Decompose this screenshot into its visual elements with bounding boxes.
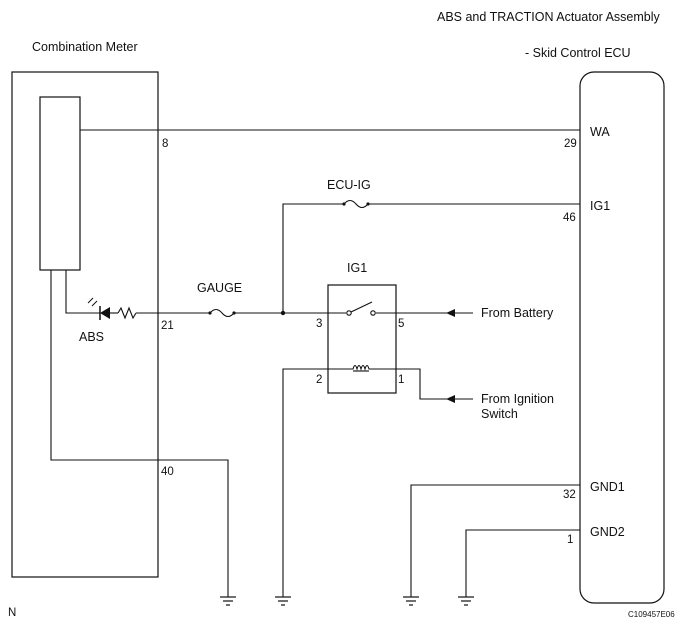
abs-label: ABS [79, 330, 104, 344]
gauge-fuse-label: GAUGE [197, 281, 242, 295]
resistor-icon [117, 306, 137, 320]
from-battery-label: From Battery [481, 306, 554, 320]
combination-meter-box [11, 71, 159, 578]
ground-icon [275, 596, 291, 606]
skid-control-ecu-box [579, 71, 665, 604]
abs-lamp-wire [65, 270, 100, 314]
from-ignition-arrow-icon [446, 395, 455, 403]
meter-display-block [39, 96, 81, 271]
ecu-pin-wa: WA [590, 125, 610, 139]
actuator-title: ABS and TRACTION Actuator Assembly [437, 10, 661, 24]
ig1-relay-box [327, 284, 397, 394]
figure-code: C109457E06 [628, 610, 675, 619]
relay-pin-2: 2 [316, 374, 322, 386]
from-battery-arrow-icon [446, 309, 455, 317]
relay-coil-icon [346, 364, 378, 372]
from-ignition-label-2: Switch [481, 407, 518, 421]
ecu-pin-ig1: IG1 [590, 199, 610, 213]
ecu-pin-46: 46 [563, 212, 576, 224]
from-ignition-label-1: From Ignition [481, 392, 554, 406]
gnd2-wire [465, 529, 580, 597]
meter-pin-8: 8 [162, 138, 168, 150]
relay-switch-icon [346, 301, 376, 316]
ecu-pin-gnd2: GND2 [590, 525, 625, 539]
ecu-pin-gnd1: GND1 [590, 480, 625, 494]
corner-letter: N [8, 607, 16, 619]
ecu-ig-fuse-icon [340, 199, 372, 209]
gnd1-wire [410, 484, 580, 597]
ecu-pin-1: 1 [567, 534, 573, 546]
meter-ground-wire [50, 270, 229, 597]
coil-ground-wire [282, 368, 346, 597]
ground-icon [403, 596, 419, 606]
ecu-ig-fuse-label: ECU-IG [327, 178, 371, 192]
gauge-fuse-icon [205, 308, 238, 318]
ground-icon [220, 596, 236, 606]
ecu-ig-wire [282, 203, 340, 313]
ground-icon [458, 596, 474, 606]
ecu-pin-32: 32 [563, 489, 576, 501]
relay-pin-1: 1 [398, 374, 404, 386]
ecu-subtitle: - Skid Control ECU [525, 46, 631, 60]
relay-pin-3: 3 [316, 318, 322, 330]
ecu-pin-29: 29 [564, 138, 577, 150]
meter-pin-21: 21 [161, 320, 174, 332]
relay-pin-5: 5 [398, 318, 404, 330]
abs-led-icon [87, 297, 110, 320]
ignition-wire [378, 368, 452, 400]
ig1-relay-label: IG1 [347, 261, 367, 275]
meter-title: Combination Meter [32, 40, 138, 54]
meter-pin-40: 40 [161, 466, 174, 478]
